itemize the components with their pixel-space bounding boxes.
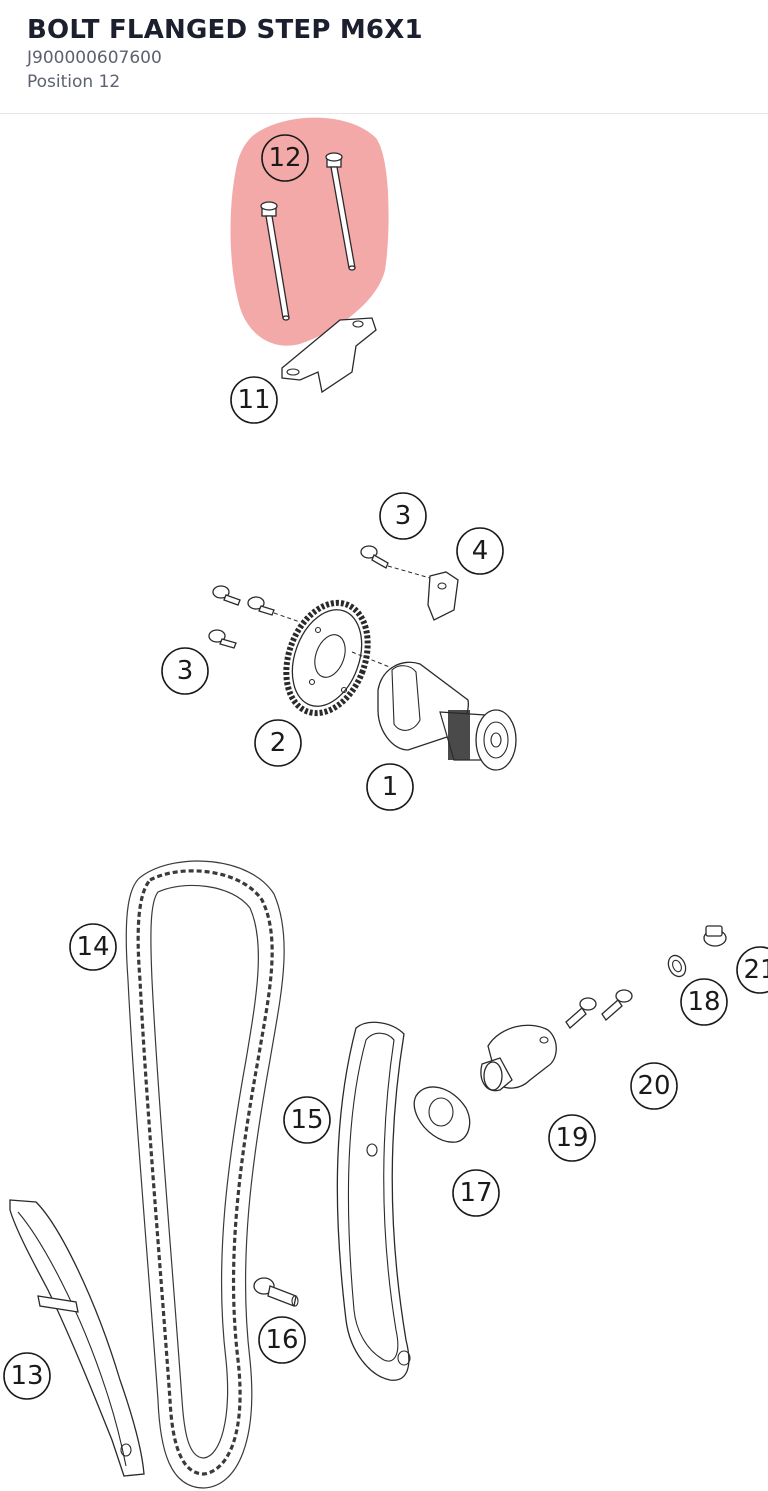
bolt-12-left[interactable] xyxy=(260,201,290,321)
bolt-3-left-c[interactable] xyxy=(208,629,237,649)
sprocket-2[interactable] xyxy=(272,591,393,724)
callout-14[interactable]: 14 xyxy=(69,923,117,971)
svg-text:11: 11 xyxy=(237,385,270,415)
svg-text:21: 21 xyxy=(743,955,768,985)
svg-text:2: 2 xyxy=(270,728,287,758)
svg-text:13: 13 xyxy=(10,1361,43,1391)
svg-text:19: 19 xyxy=(555,1123,588,1153)
bolt-20-a[interactable] xyxy=(565,997,597,1029)
callout-20[interactable]: 20 xyxy=(630,1062,678,1110)
chain-tensioner-19[interactable] xyxy=(480,1024,557,1092)
part-header: BOLT FLANGED STEP M6X1 J900000607600 Pos… xyxy=(0,0,768,114)
bolt-3-top[interactable] xyxy=(360,545,431,579)
plate-4[interactable] xyxy=(427,571,459,621)
callout-16[interactable]: 16 xyxy=(258,1316,306,1364)
callout-2[interactable]: 2 xyxy=(254,719,302,767)
callout-4[interactable]: 4 xyxy=(456,527,504,575)
callout-3-top[interactable]: 3 xyxy=(379,492,427,540)
washer-18[interactable] xyxy=(665,953,689,980)
callout-19[interactable]: 19 xyxy=(548,1114,596,1162)
svg-text:16: 16 xyxy=(265,1325,298,1355)
svg-text:12: 12 xyxy=(268,143,301,173)
pin-16[interactable] xyxy=(253,1277,299,1307)
part-title: BOLT FLANGED STEP M6X1 xyxy=(27,15,423,45)
bracket-11[interactable] xyxy=(281,317,377,394)
svg-text:20: 20 xyxy=(637,1071,670,1101)
callout-18[interactable]: 18 xyxy=(680,978,728,1026)
callout-11[interactable]: 11 xyxy=(230,376,278,424)
svg-text:15: 15 xyxy=(290,1105,323,1135)
callout-15[interactable]: 15 xyxy=(283,1096,331,1144)
bolt-3-left-a[interactable] xyxy=(212,585,241,606)
bolt-20-b[interactable] xyxy=(601,989,633,1021)
callout-13[interactable]: 13 xyxy=(3,1352,51,1400)
gasket-17[interactable] xyxy=(413,1086,471,1143)
bolt-12-right[interactable] xyxy=(325,152,356,271)
chain-guide-13[interactable] xyxy=(9,1199,145,1477)
callout-1[interactable]: 1 xyxy=(366,763,414,811)
bolt-3-left-b[interactable] xyxy=(247,596,301,623)
camshaft-1[interactable] xyxy=(377,661,517,771)
part-number: J900000607600 xyxy=(27,48,162,68)
callout-17[interactable]: 17 xyxy=(452,1169,500,1217)
svg-text:1: 1 xyxy=(382,772,399,802)
callout-21[interactable]: 21 xyxy=(736,946,768,994)
tensioner-rail-15[interactable] xyxy=(336,1021,411,1381)
svg-text:14: 14 xyxy=(76,932,109,962)
svg-text:3: 3 xyxy=(395,501,412,531)
svg-text:17: 17 xyxy=(459,1178,492,1208)
svg-text:4: 4 xyxy=(472,536,489,566)
callout-12[interactable]: 12 xyxy=(261,134,309,182)
position-12-highlight[interactable] xyxy=(230,117,389,346)
part-position: Position 12 xyxy=(27,72,121,92)
exploded-parts-diagram: 12 11 3 4 3 2 1 14 21 18 20 15 xyxy=(3,117,768,1489)
svg-text:3: 3 xyxy=(177,656,194,686)
svg-text:18: 18 xyxy=(687,987,720,1017)
callout-3-left[interactable]: 3 xyxy=(161,647,209,695)
screw-plug-21[interactable] xyxy=(703,925,727,947)
timing-chain-14[interactable] xyxy=(125,860,285,1489)
